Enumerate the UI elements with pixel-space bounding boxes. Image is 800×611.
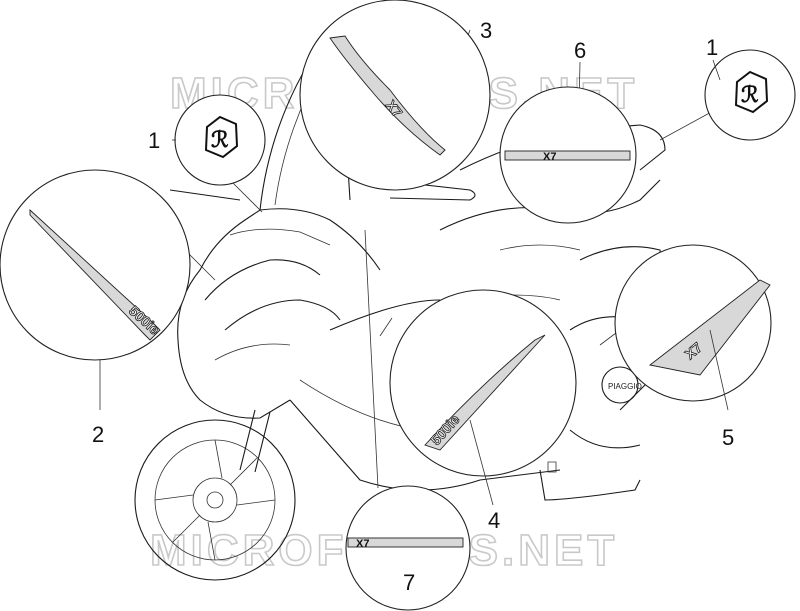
- front-wheel: [134, 419, 296, 581]
- callout-4: 4: [488, 508, 500, 533]
- callout-5: 5: [722, 425, 734, 450]
- detail-bubble-1-right: ℛ: [659, 49, 796, 141]
- side-decal-left: [29, 208, 161, 341]
- badge-decal: [204, 115, 239, 159]
- callout-1-left: 1: [148, 128, 160, 153]
- detail-bubble-1-left: ℛ: [174, 94, 266, 213]
- callout-6: 6: [574, 38, 586, 63]
- detail-bubble-2: 500ie: [0, 169, 216, 361]
- rear-wheel: [569, 429, 641, 449]
- seat-strip-decal: [504, 150, 631, 161]
- detail-bubble-7: X7: [345, 229, 471, 611]
- detail-bubble-6: X7: [499, 61, 637, 224]
- bottom-strip-decal: [347, 537, 464, 548]
- decal-x7-bottom: X7: [356, 538, 369, 550]
- leader-lines: [99, 59, 729, 506]
- callout-7: 7: [403, 570, 415, 595]
- callout-3: 3: [480, 18, 492, 43]
- rear-decal: [648, 279, 771, 376]
- windshield-decal: [329, 35, 446, 156]
- callout-1-right: 1: [706, 35, 718, 60]
- badge-decal-right: [734, 70, 769, 114]
- detail-bubble-5: X7: [599, 244, 772, 402]
- detail-bubble-4: 500ie: [379, 289, 577, 477]
- detail-bubble-3: X7: [299, 0, 491, 191]
- callout-2: 2: [92, 422, 104, 447]
- badge-icon-right: ℛ: [741, 82, 759, 107]
- badge-icon: ℛ: [211, 127, 229, 152]
- side-decal-right: [424, 334, 546, 451]
- decal-x7-seat: X7: [543, 151, 556, 163]
- engine-cover-text: PIAGGIO: [608, 382, 642, 391]
